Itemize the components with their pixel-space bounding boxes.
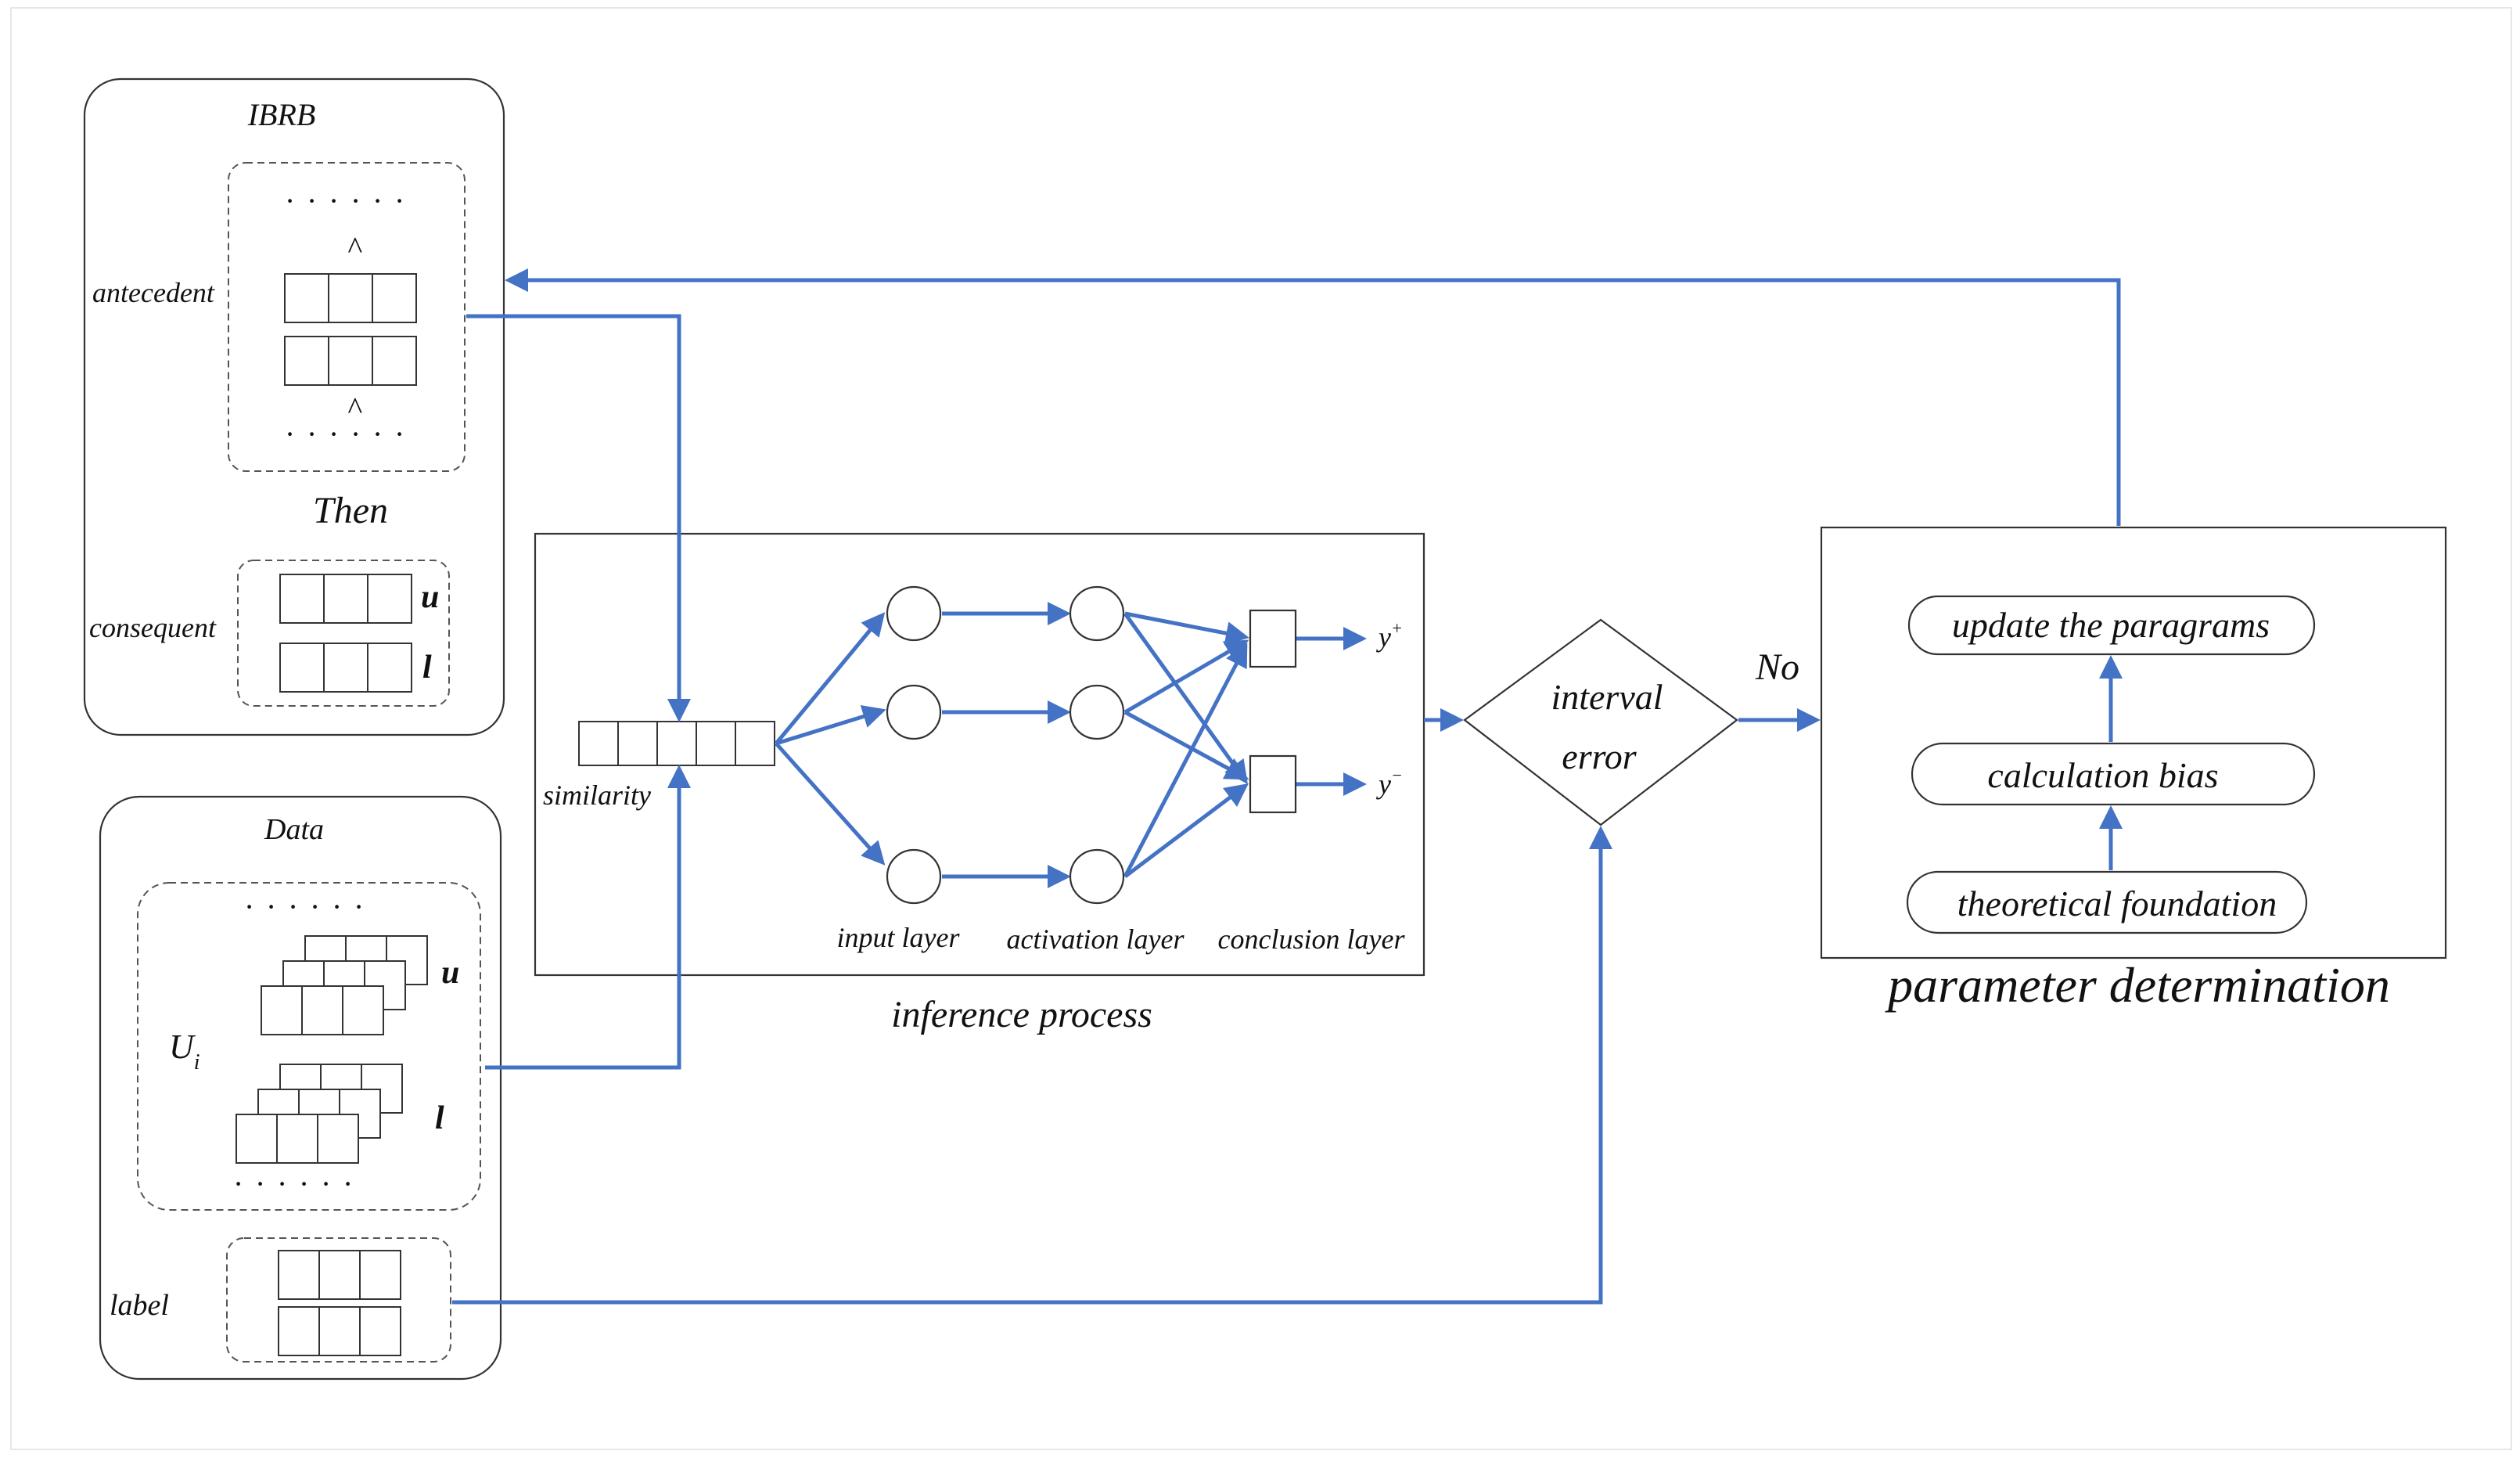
label-cells — [278, 1250, 401, 1356]
ibrb-panel-border — [83, 77, 505, 736]
parameter-box — [1820, 526, 2447, 959]
data-panel: Data · · · · · · u l Ui · · · · · · labe… — [99, 795, 502, 1381]
arrow-data-to-similarity — [485, 765, 691, 1070]
interval-error-decision: interval error No — [1463, 618, 1799, 826]
input-layer-label: input layer — [837, 922, 961, 953]
output-lower: y− — [1376, 765, 1403, 800]
theoretical-foundation-label: theoretical foundation — [1957, 884, 2277, 923]
conclusion-layer-nodes — [1249, 609, 1297, 814]
output-upper-sup: + — [1391, 618, 1403, 638]
output-upper: y+ — [1376, 618, 1403, 653]
arrow-antecedent-to-similarity — [466, 314, 691, 722]
consequent-upper-label: u — [421, 579, 439, 615]
input-layer-nodes — [886, 585, 942, 905]
conclusion-layer-label: conclusion layer — [1218, 923, 1406, 955]
arrow-label-to-error — [452, 826, 1612, 1305]
decision-line-2: error — [1562, 736, 1637, 776]
connector-arrows — [452, 268, 2121, 1305]
ui-dots-top: · · · · · · — [245, 889, 365, 924]
ui-label: Ui — [169, 1028, 200, 1075]
decision-line-1: interval — [1551, 677, 1663, 717]
then-label: Then — [313, 490, 388, 531]
ibrb-title: IBRB — [247, 97, 316, 132]
decision-diamond — [1463, 618, 1738, 826]
similarity-label: similarity — [543, 779, 651, 811]
calculation-bias-label: calculation bias — [1987, 755, 2218, 795]
inference-box — [534, 532, 1425, 977]
outer-frame — [10, 7, 2512, 1450]
label-text: label — [110, 1289, 169, 1322]
ui-dashed-box — [137, 882, 481, 1211]
ui-lower-label: l — [435, 1100, 444, 1136]
output-lower-sup: − — [1391, 765, 1403, 785]
antecedent-label: antecedent — [92, 277, 215, 308]
antecedent-dashed-box — [228, 162, 466, 472]
inference-process: similarity — [534, 532, 1425, 1035]
label-dashed-box — [226, 1237, 451, 1363]
no-label: No — [1755, 646, 1799, 688]
output-lower-main: y — [1376, 769, 1391, 800]
ui-dots-bottom: · · · · · · — [234, 1166, 354, 1201]
and-symbol-bottom: ^ — [347, 391, 363, 426]
output-upper-main: y — [1376, 621, 1391, 653]
update-parameters-label: update the paragrams — [1952, 605, 2270, 645]
antecedent-dots-bottom: · · · · · · — [286, 416, 406, 452]
antecedent-cells-row-1 — [284, 273, 417, 323]
antecedent-cells-row-2 — [284, 336, 417, 386]
data-title: Data — [264, 813, 324, 846]
ui-upper-cell-stack — [261, 935, 428, 1035]
theoretical-foundation-pill — [1906, 870, 2308, 934]
ui-label-main: U — [169, 1028, 196, 1066]
ui-upper-label: u — [441, 955, 459, 991]
parameter-determination: update the paragrams calculation bias th… — [1820, 526, 2447, 1013]
consequent-cells-upper — [279, 574, 412, 624]
activation-layer-nodes — [1069, 585, 1125, 905]
activation-layer-label: activation layer — [1007, 923, 1185, 955]
calculation-bias-pill — [1911, 742, 2316, 806]
antecedent-dots-top: · · · · · · — [286, 183, 406, 218]
inference-caption: inference process — [891, 994, 1152, 1035]
parameter-caption: parameter determination — [1885, 957, 2390, 1013]
consequent-lower-label: l — [422, 650, 432, 686]
update-parameters-pill — [1907, 595, 2316, 656]
and-symbol-top: ^ — [347, 230, 363, 265]
ui-label-subscript: i — [194, 1050, 200, 1075]
consequent-dashed-box — [237, 560, 450, 707]
ui-lower-cell-stack — [235, 1064, 403, 1164]
data-panel-border — [99, 795, 502, 1381]
consequent-cells-lower — [279, 643, 412, 693]
consequent-label: consequent — [89, 612, 217, 643]
network-connections — [775, 602, 1367, 888]
ibrb-panel: IBRB · · · · · · ^ ^ · · · · · · anteced… — [83, 77, 505, 736]
arrow-feedback-to-ibrb — [505, 268, 2121, 526]
similarity-cells — [578, 721, 775, 766]
